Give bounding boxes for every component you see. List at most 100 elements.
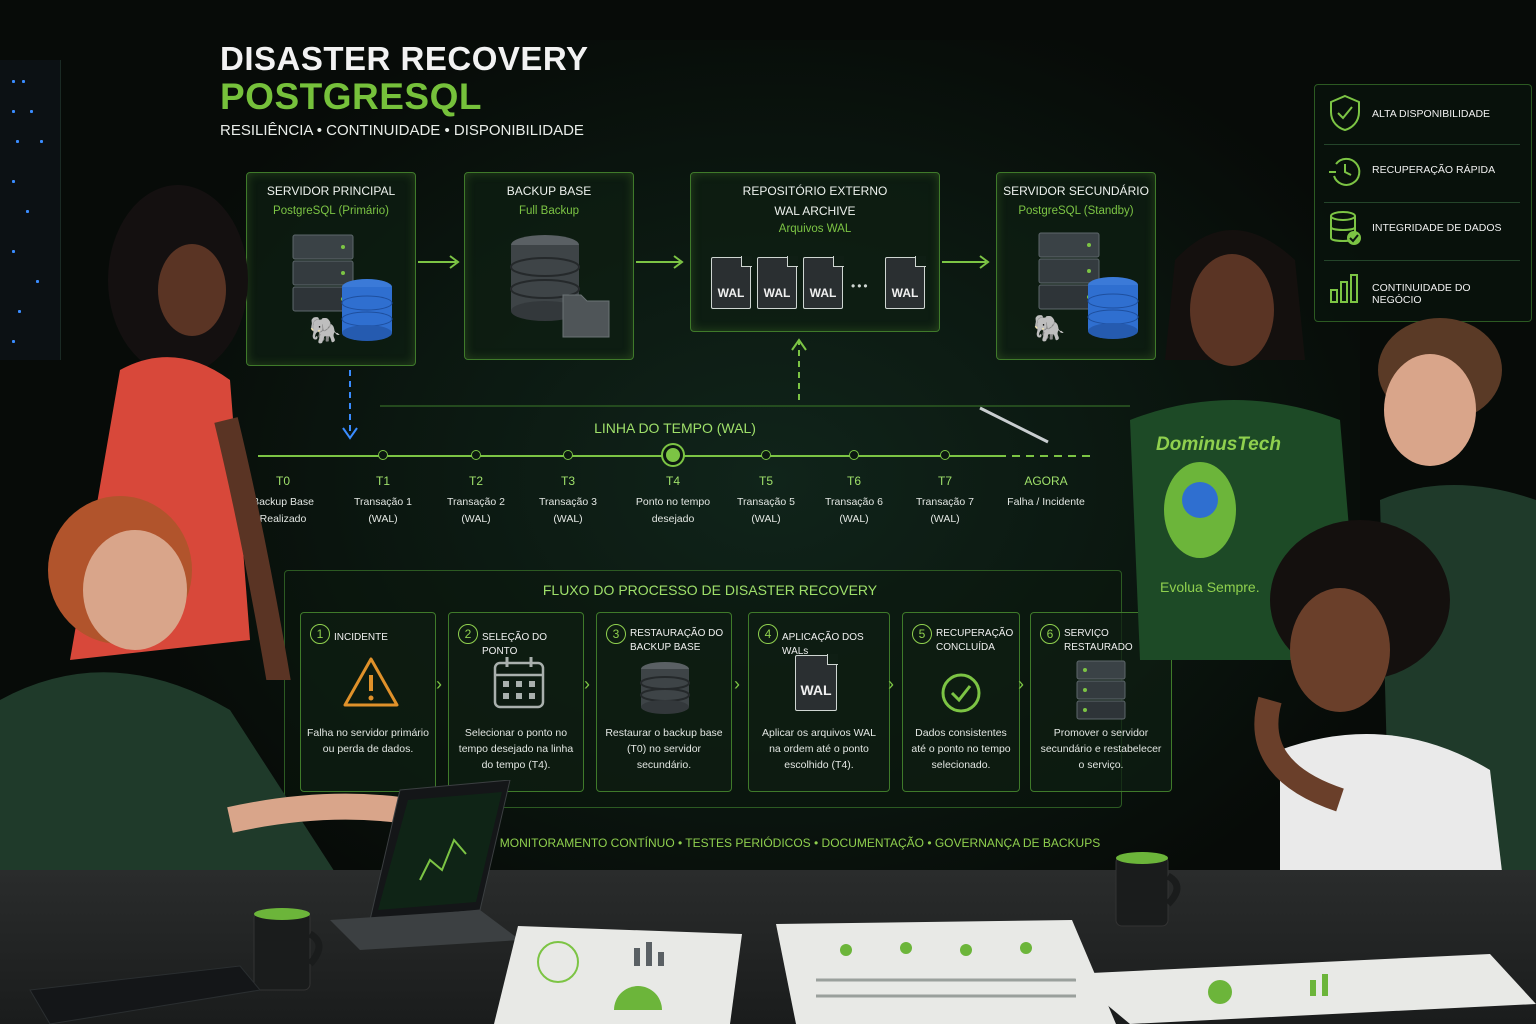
- report-paper-center: [776, 920, 1116, 1024]
- feature-high-availability: ALTA DISPONIBILIDADE: [1328, 90, 1518, 140]
- warning-icon: [343, 657, 399, 707]
- timeline-label: T4: [665, 474, 680, 488]
- secondary-server-subtitle: PostgreSQL (Standby): [1018, 205, 1134, 217]
- repo-title: REPOSITÓRIO EXTERNO: [742, 184, 888, 198]
- database-check-icon: [1330, 211, 1361, 245]
- arrow-icon: ›: [888, 674, 894, 694]
- timeline-description-line1: Transação 2: [447, 496, 505, 508]
- step-title: INCIDENTE: [334, 632, 388, 643]
- wal-file-icon: WAL: [711, 256, 752, 309]
- notebook: [29, 965, 260, 1024]
- shield-check-icon: [1330, 94, 1360, 132]
- external-repository-box: REPOSITÓRIO EXTERNO WAL ARCHIVE Arquivos…: [690, 172, 940, 332]
- timeline-description-line1: Falha / Incidente: [1007, 496, 1085, 508]
- timeline-description: Transação 5(WAL): [721, 494, 811, 528]
- timeline-dot: [666, 448, 680, 462]
- primary-server-title: SERVIDOR PRINCIPAL: [266, 184, 396, 198]
- step-title: RECUPERAÇÃO CONCLUÍDA: [936, 628, 1014, 653]
- timeline-label: AGORA: [1024, 474, 1068, 488]
- step-number: 1: [310, 624, 330, 644]
- step-number: 6: [1040, 624, 1060, 644]
- step-title: SELEÇÃO DO PONTO: [482, 632, 548, 657]
- arrow-icon: ›: [734, 674, 740, 694]
- shirt-brand: DominusTech: [1156, 434, 1281, 455]
- title-line2: POSTGRESQL: [220, 76, 482, 117]
- presenter-pen: [979, 406, 1049, 444]
- title-line1: DISASTER RECOVERY: [220, 40, 589, 77]
- check-circle-icon: [941, 673, 981, 713]
- mug-left: [253, 908, 323, 991]
- timeline-dot: [849, 450, 859, 460]
- step-title: RESTAURAÇÃO DO BACKUP BASE: [630, 628, 724, 653]
- timeline-description-line2: (WAL): [553, 513, 583, 525]
- arrow-icon: ›: [436, 674, 442, 694]
- database-icon: [640, 662, 690, 714]
- step-description: Selecionar o ponto no tempo desejado na …: [458, 727, 574, 771]
- timeline-description-line2: (WAL): [368, 513, 398, 525]
- timeline-label: T3: [560, 474, 575, 488]
- wal-file-icon: WAL: [803, 256, 844, 309]
- feature-label: INTEGRIDADE DE DADOS: [1372, 222, 1502, 234]
- step-title: APLICAÇÃO DOS WALs: [782, 632, 864, 657]
- svg-text:🐘: 🐘: [1033, 314, 1065, 344]
- bar-chart-icon: [1330, 274, 1358, 303]
- timeline-title: LINHA DO TEMPO (WAL): [594, 420, 756, 436]
- timeline-description-line1: Transação 1: [354, 496, 412, 508]
- wal-ellipsis: •••: [851, 279, 870, 293]
- divider: [1324, 144, 1520, 145]
- calendar-icon: [493, 657, 545, 709]
- timeline-description-line2: Realizado: [259, 513, 307, 525]
- timeline-label: T1: [375, 474, 390, 488]
- timeline-description-line1: Transação 5: [737, 496, 795, 508]
- step-apply-wals: 4 APLICAÇÃO DOS WALs WAL Aplicar os arqu…: [748, 612, 890, 792]
- step-incident: 1 INCIDENTE Falha no servidor primário o…: [300, 612, 436, 792]
- timeline-description: Transação 3(WAL): [523, 494, 613, 528]
- laptop: [330, 780, 520, 950]
- timeline-label: T0: [275, 474, 290, 488]
- timeline-description-line1: Ponto no tempo: [635, 496, 711, 508]
- timeline-dot: [471, 450, 481, 460]
- timeline-label: T5: [758, 474, 773, 488]
- step-point-selection: 2 SELEÇÃO DO PONTO Selecionar o ponto no…: [448, 612, 584, 792]
- timeline-description-line2: (WAL): [839, 513, 869, 525]
- feature-business-continuity: CONTINUIDADE DO NEGÓCIO: [1328, 264, 1518, 314]
- timeline-description-line1: Backup Base: [252, 496, 314, 508]
- primary-server-subtitle: PostgreSQL (Primário): [273, 205, 389, 217]
- step-description: Aplicar os arquivos WAL na ordem até o p…: [762, 727, 876, 771]
- step-title: SERVIÇO RESTAURADO: [1064, 628, 1133, 653]
- server-database-icon: 🐘: [1033, 232, 1139, 344]
- repo-title2: WAL ARCHIVE: [774, 204, 856, 218]
- report-paper-right: [1070, 954, 1536, 1024]
- divider: [1324, 260, 1520, 261]
- timeline-description: Transação 1 (WAL): [338, 494, 428, 528]
- clock-refresh-icon: [1329, 157, 1361, 186]
- divider: [1324, 202, 1520, 203]
- backup-base-box: BACKUP BASE Full Backup: [464, 172, 634, 360]
- timeline-description: Transação 6 (WAL): [809, 494, 899, 528]
- timeline-description: Transação 2 (WAL): [431, 494, 521, 528]
- arrow-icon: ›: [1018, 674, 1024, 694]
- wal-file-icon: WAL: [757, 256, 798, 309]
- arrow-repo-to-secondary: [942, 252, 992, 272]
- arrow-backup-to-repo: [636, 252, 686, 272]
- mug-right: [1115, 852, 1181, 927]
- feature-fast-recovery: RECUPERAÇÃO RÁPIDA: [1328, 146, 1518, 196]
- repo-subtitle: Arquivos WAL: [778, 223, 852, 235]
- timeline-description-line2: (WAL): [461, 513, 491, 525]
- feature-label: ALTA DISPONIBILIDADE: [1372, 108, 1491, 120]
- backup-base-subtitle: Full Backup: [518, 205, 580, 217]
- secondary-server-title: SERVIDOR SECUNDÁRIO: [1003, 184, 1149, 198]
- step-description: Dados consistentes até o ponto no tempo …: [911, 727, 1011, 771]
- process-title: FLUXO DO PROCESSO DE DISASTER RECOVERY: [542, 582, 878, 598]
- connector-lines: [342, 338, 1130, 440]
- feature-label: RECUPERAÇÃO RÁPIDA: [1372, 164, 1496, 176]
- wal-file-icon: WAL: [795, 654, 838, 711]
- database-folder-icon: [510, 235, 610, 338]
- timeline-description-line1: Transação 6: [825, 496, 883, 508]
- server-icon: [1076, 660, 1126, 720]
- timeline-description: Falha / Incidente: [1001, 494, 1091, 511]
- step-description: Restaurar o backup base (T0) no servidor…: [605, 727, 723, 771]
- tagline: RESILIÊNCIA • CONTINUIDADE • DISPONIBILI…: [220, 122, 584, 139]
